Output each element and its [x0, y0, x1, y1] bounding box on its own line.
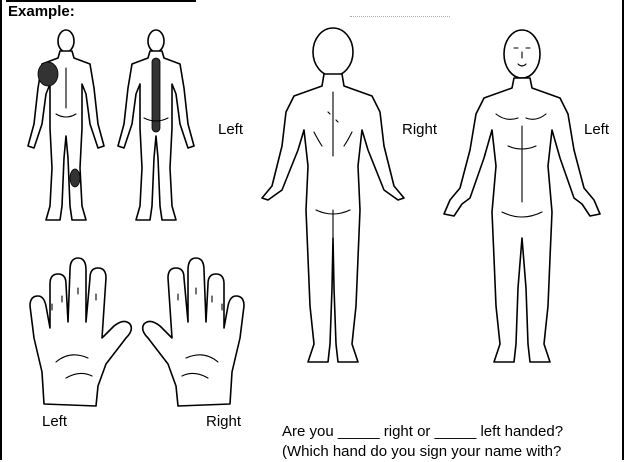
signature-hand-question: (Which hand do you sign your name with? [282, 444, 561, 459]
cut-off-heading-fragment [6, 0, 196, 2]
body-back-figure [258, 26, 408, 370]
front-left-label: Left [584, 122, 609, 137]
example-heading: Example: [8, 4, 75, 19]
handedness-question: Are you _____ right or _____ left handed… [282, 424, 563, 439]
body-front-figure [440, 26, 604, 370]
left-hand-label: Left [42, 414, 67, 429]
left-hand-figure [26, 254, 136, 410]
right-hand-figure [138, 254, 248, 410]
back-right-label: Right [402, 122, 437, 137]
right-hand-label: Right [206, 414, 241, 429]
example-body-front-figure [20, 28, 112, 226]
example-left-label: Left [218, 122, 243, 137]
example-body-back-figure [110, 28, 202, 226]
faint-marks [350, 16, 450, 19]
